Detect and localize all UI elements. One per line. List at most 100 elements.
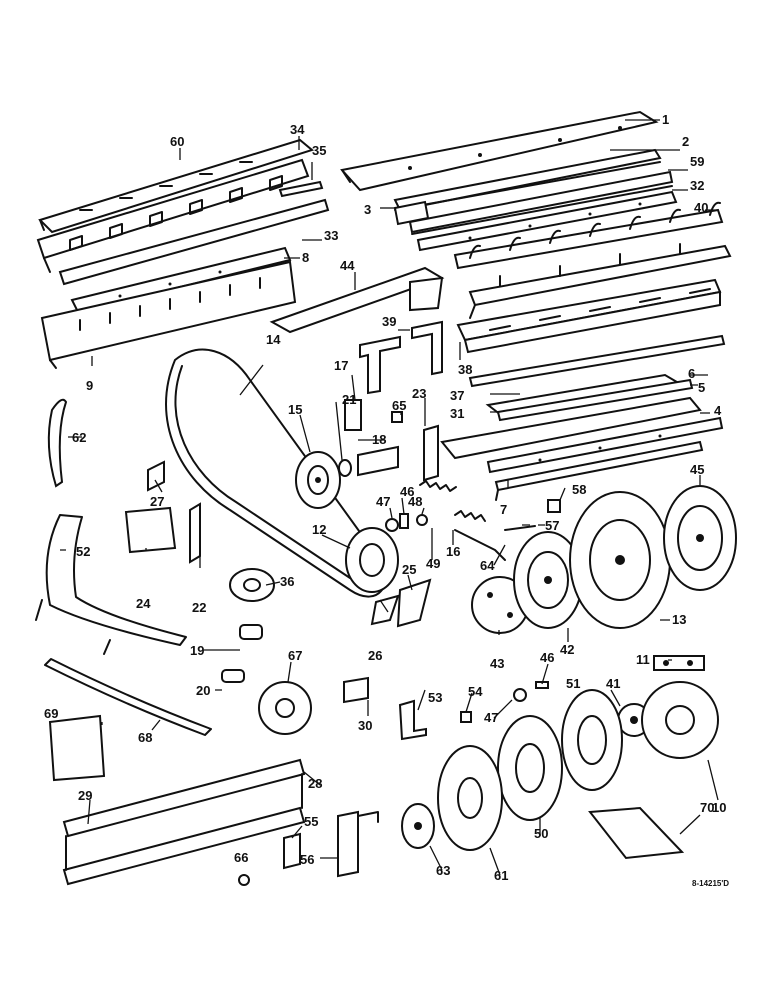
callout-4: 4 <box>714 403 722 418</box>
callout-2: 2 <box>682 134 689 149</box>
bracket-part-39 <box>359 335 401 395</box>
callout-61: 61 <box>494 868 508 883</box>
callout-29: 29 <box>78 788 92 803</box>
channel-part-38 <box>456 278 722 354</box>
callout-34: 34 <box>290 122 305 137</box>
callout-43: 43 <box>490 656 504 671</box>
hub-part-63 <box>401 803 435 849</box>
callout-31: 31 <box>450 406 464 421</box>
callout-70: 70 <box>700 800 714 815</box>
bracket-part-22 <box>189 502 201 564</box>
spring-part-16 <box>419 480 486 522</box>
callout-26: 26 <box>368 648 382 663</box>
sprocket-part-67 <box>258 681 312 735</box>
callout-51: 51 <box>566 676 580 691</box>
bracket-part-69 <box>48 714 106 782</box>
callout-9: 9 <box>86 378 93 393</box>
callout-38: 38 <box>458 362 472 377</box>
callout-39: 39 <box>382 314 396 329</box>
callout-56: 56 <box>300 852 314 867</box>
callout-16: 16 <box>446 544 460 559</box>
sprocket-part-10 <box>641 681 719 759</box>
strip-part-32 <box>416 190 678 252</box>
bracket-part-55 <box>283 832 301 870</box>
bracket-part-56 <box>337 810 379 878</box>
rod-part-64 <box>454 529 506 561</box>
callout-64: 64 <box>480 558 495 573</box>
washer-part-47b <box>513 688 527 702</box>
callout-40: 40 <box>694 200 708 215</box>
clip-part-27 <box>147 460 165 492</box>
callout-18: 18 <box>372 432 386 447</box>
callout-57: 57 <box>545 518 559 533</box>
callout-50: 50 <box>534 826 548 841</box>
callout-30: 30 <box>358 718 372 733</box>
strip-part-4 <box>486 416 724 474</box>
plate-part-70 <box>588 806 685 860</box>
cover-part-5 <box>440 396 702 460</box>
callout-67: 67 <box>288 648 302 663</box>
callout-35: 35 <box>312 143 326 158</box>
callout-22: 22 <box>192 600 206 615</box>
callout-8: 8 <box>302 250 309 265</box>
plate-part-24 <box>124 506 177 554</box>
callout-14: 14 <box>266 332 281 347</box>
callout-17: 17 <box>334 358 348 373</box>
callout-24: 24 <box>136 596 151 611</box>
callout-28: 28 <box>308 776 322 791</box>
callout-20: 20 <box>196 683 210 698</box>
belt-part-14 <box>165 348 387 598</box>
bolt-part-65 <box>391 411 403 423</box>
callout-60: 60 <box>170 134 184 149</box>
callout-36: 36 <box>280 574 294 589</box>
callout-52: 52 <box>76 544 90 559</box>
callout-63: 63 <box>436 863 450 878</box>
bracket-part-18 <box>357 445 399 477</box>
callout-45: 45 <box>690 462 704 477</box>
bracket-part-17 <box>344 399 362 431</box>
callout-66: 66 <box>234 850 248 865</box>
callout-58: 58 <box>572 482 586 497</box>
strip-part-33 <box>58 198 330 286</box>
pulley-part-12 <box>345 527 399 593</box>
callout-55: 55 <box>304 814 318 829</box>
pulley-part-13 <box>569 491 671 629</box>
callout-labels: 1 2 59 32 40 3 60 34 35 33 8 9 44 39 38 … <box>44 112 726 883</box>
plate-part-8 <box>70 246 292 314</box>
callout-23: 23 <box>412 386 426 401</box>
callout-19: 19 <box>190 643 204 658</box>
callout-6: 6 <box>688 366 695 381</box>
pulley-part-51 <box>561 689 623 791</box>
callout-7: 7 <box>500 502 507 517</box>
callout-46: 46 <box>400 484 414 499</box>
hub-part-36 <box>229 568 275 602</box>
pin-part-58 <box>547 499 561 513</box>
callout-11: 11 <box>636 652 650 667</box>
callout-13: 13 <box>672 612 686 627</box>
guard-part-52 <box>35 514 187 655</box>
washer-part-47 <box>385 518 399 532</box>
callout-54: 54 <box>468 684 483 699</box>
callout-47: 47 <box>376 494 390 509</box>
pulley-part-15 <box>295 451 341 509</box>
callout-62: 62 <box>72 430 86 445</box>
plate-part-9 <box>40 260 297 369</box>
callout-10: 10 <box>712 800 726 815</box>
bracket-part-25 <box>396 578 432 628</box>
callout-53: 53 <box>428 690 442 705</box>
bushing-part-19 <box>239 624 263 640</box>
strip-part-31 <box>496 378 694 422</box>
callout-41: 41 <box>606 676 620 691</box>
pulley-part-50 <box>497 715 563 821</box>
link-part-57 <box>504 525 536 531</box>
callout-33: 33 <box>324 228 338 243</box>
callout-49: 49 <box>426 556 440 571</box>
callout-1: 1 <box>662 112 669 127</box>
pulley-part-61 <box>437 745 503 851</box>
callout-3: 3 <box>364 202 371 217</box>
frame-part-28 <box>62 758 306 886</box>
callout-37: 37 <box>450 388 464 403</box>
bolt-part-54 <box>460 711 472 723</box>
bracket-part-53 <box>398 699 427 741</box>
callout-59: 59 <box>690 154 704 169</box>
